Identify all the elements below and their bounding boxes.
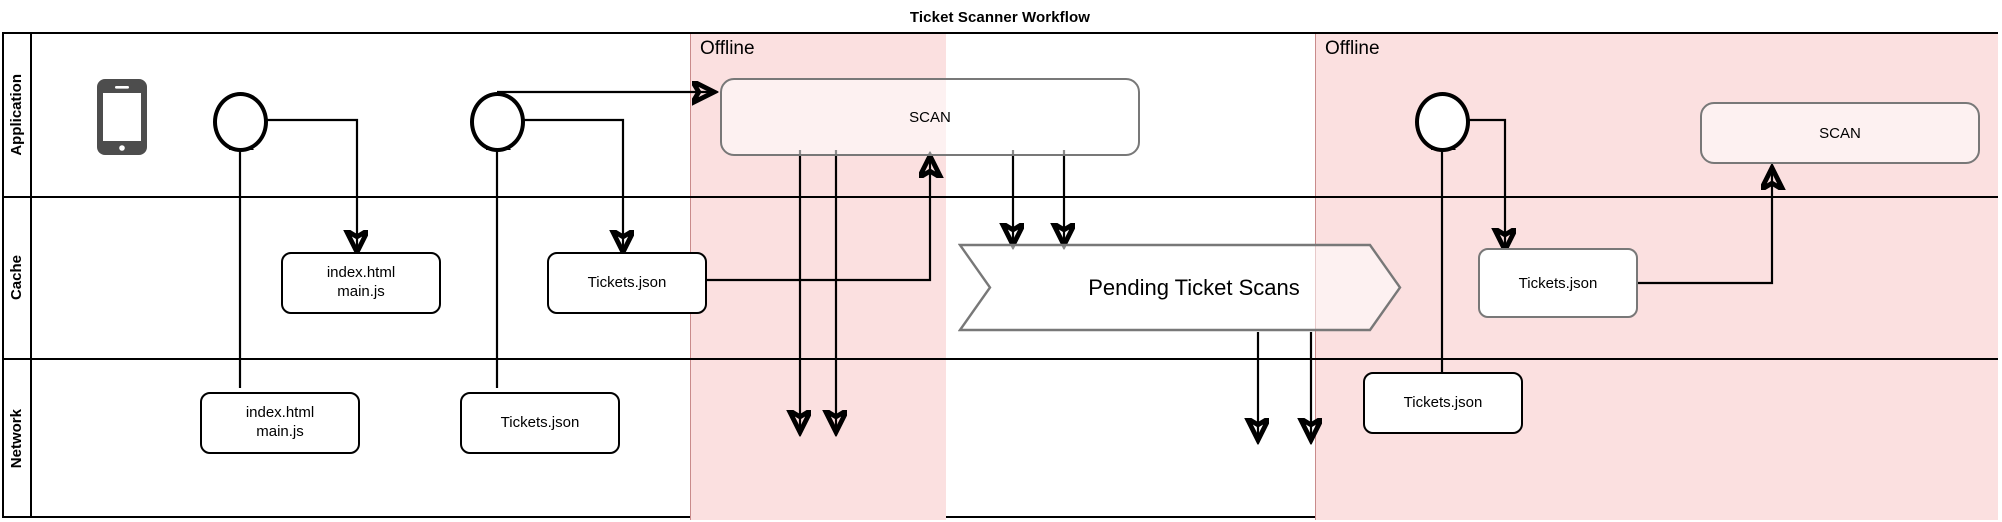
cache-box-tickets-label: Tickets.json	[587, 273, 667, 291]
cache-box-index-line2: main.js	[337, 283, 385, 300]
swimlane-label-application: Application	[7, 74, 25, 156]
swimlane-header-cache[interactable]: Cache	[2, 198, 32, 358]
cache-box-tickets-json-2[interactable]: Tickets.json	[1478, 248, 1638, 318]
cache-box-tickets-2-label: Tickets.json	[1518, 274, 1598, 292]
scan-box-2-label: SCAN	[1819, 124, 1861, 142]
diagram-title-bar: Ticket Scanner Workflow	[2, 2, 1998, 34]
cache-box-index-line1: index.html	[326, 264, 396, 282]
scan-box-1-label: SCAN	[909, 108, 951, 126]
swimlane-header-application[interactable]: Application	[2, 34, 32, 196]
actor-2[interactable]	[470, 92, 525, 152]
swimlane-label-network: Network	[7, 409, 25, 469]
network-box-tickets-2-label: Tickets.json	[1403, 393, 1483, 411]
scan-box-2[interactable]: SCAN	[1700, 102, 1980, 164]
mobile-phone-icon	[96, 78, 148, 156]
cache-box-index-html[interactable]: index.html main.js	[281, 252, 441, 314]
actor-3[interactable]	[1415, 92, 1470, 152]
swimlane-network: Network	[2, 360, 1998, 518]
page-title: Ticket Scanner Workflow	[909, 8, 1091, 26]
pending-ticket-scans-store[interactable]: Pending Ticket Scans	[958, 243, 1402, 332]
pending-ticket-scans-label: Pending Ticket Scans	[1088, 274, 1300, 300]
network-box-index-line2: main.js	[256, 423, 304, 440]
network-box-index-html[interactable]: index.html main.js	[200, 392, 360, 454]
network-box-index-line1: index.html	[245, 404, 315, 422]
scan-box-1[interactable]: SCAN	[720, 78, 1140, 156]
swimlane-label-cache: Cache	[7, 255, 25, 301]
network-box-tickets-json-2[interactable]: Tickets.json	[1363, 372, 1523, 434]
network-box-tickets-label: Tickets.json	[500, 413, 580, 431]
swimlane-header-network[interactable]: Network	[2, 360, 32, 518]
offline-label: Offline	[700, 38, 755, 59]
network-box-tickets-json[interactable]: Tickets.json	[460, 392, 620, 454]
offline-label: Offline	[1325, 38, 1380, 59]
actor-1[interactable]	[213, 92, 268, 152]
cache-box-tickets-json[interactable]: Tickets.json	[547, 252, 707, 314]
